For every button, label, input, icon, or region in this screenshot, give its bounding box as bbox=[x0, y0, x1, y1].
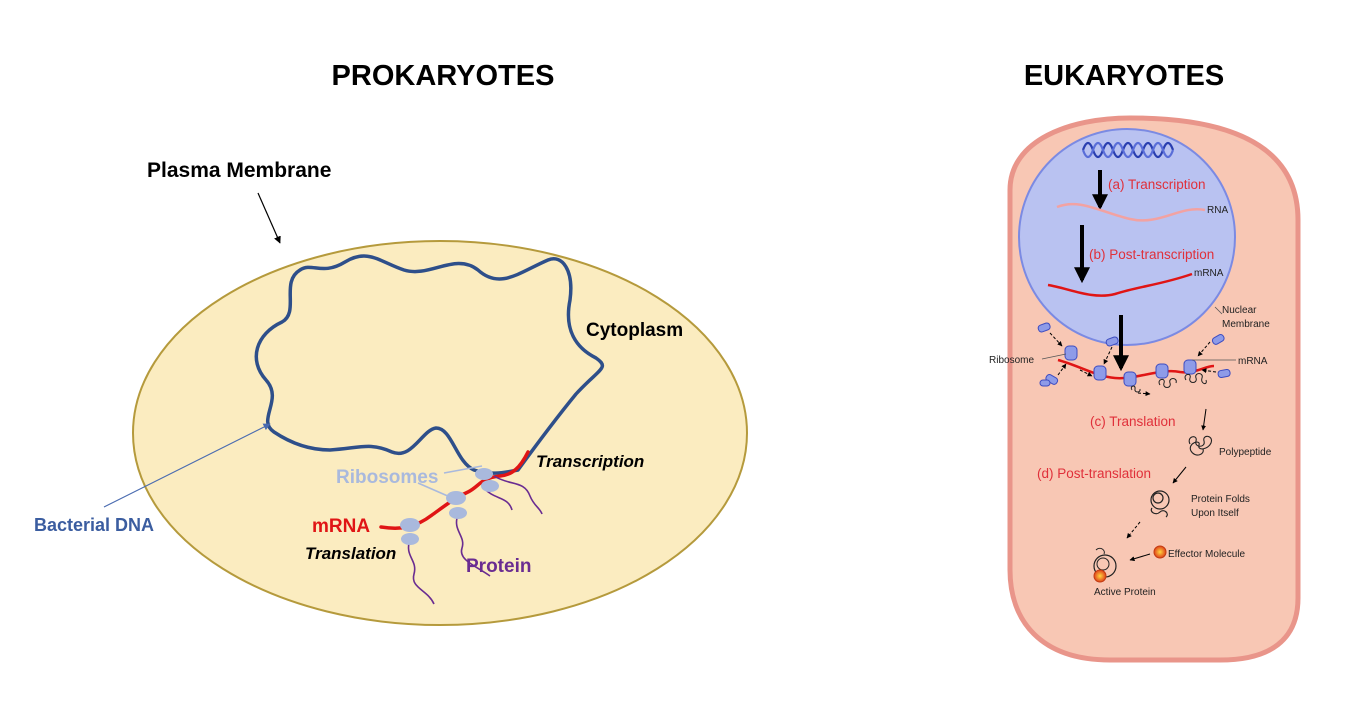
ribosome-pointer bbox=[1041, 353, 1067, 360]
euk-translation-label: (c) Translation bbox=[1090, 414, 1176, 429]
folding-arrow bbox=[1126, 521, 1141, 539]
polypeptide-icon bbox=[1188, 435, 1213, 456]
rna-label: RNA bbox=[1207, 205, 1228, 216]
transcription-label: Transcription bbox=[536, 452, 644, 471]
euk-post-transcription-label: (b) Post-transcription bbox=[1089, 247, 1214, 262]
cytoplasm-label: Cytoplasm bbox=[586, 320, 683, 341]
eukaryote-ribosomes bbox=[1037, 322, 1231, 387]
membrane-label: Membrane bbox=[1222, 319, 1270, 330]
prokaryote-panel: PROKARYOTES Plasma Membrane Cytoplasm bbox=[34, 60, 748, 626]
plasma-membrane-arrow bbox=[257, 192, 281, 244]
nascent-polypeptides bbox=[1130, 373, 1207, 393]
dna-helix-icon bbox=[1081, 141, 1175, 159]
nuclear-mrna-strand bbox=[1047, 272, 1193, 297]
ribosome-label: Ribosome bbox=[989, 355, 1034, 366]
post-translation-arrow bbox=[1172, 466, 1187, 484]
ribosome-pointers bbox=[417, 465, 483, 498]
ribosome-2 bbox=[401, 533, 419, 545]
prokaryote-ribosomes bbox=[400, 468, 499, 545]
bacterial-dna-label: Bacterial DNA bbox=[34, 515, 154, 535]
ribosome-3 bbox=[446, 491, 466, 505]
effector-molecule-icon bbox=[1153, 545, 1167, 559]
cyto-mrna-label: mRNA bbox=[1238, 356, 1268, 367]
protein-folds-label: Protein Folds bbox=[1191, 494, 1250, 505]
prokaryotes-title: PROKARYOTES bbox=[332, 60, 555, 92]
ribosomes-label: Ribosomes bbox=[336, 467, 438, 488]
translation-arrow bbox=[1201, 408, 1207, 431]
folded-protein-icon bbox=[1150, 490, 1170, 518]
euk-transcription-label: (a) Transcription bbox=[1108, 177, 1206, 192]
translation-label: Translation bbox=[305, 544, 396, 563]
ribosome-6 bbox=[481, 480, 499, 492]
nuclear-label: Nuclear bbox=[1222, 305, 1257, 316]
nucleus bbox=[1018, 128, 1236, 346]
mrna-label: mRNA bbox=[312, 516, 370, 537]
effector-arrow bbox=[1129, 553, 1151, 562]
protein-strand-4 bbox=[493, 475, 543, 515]
cyto-mrna-strand bbox=[1057, 358, 1215, 380]
eukaryote-panel: EUKARYOTES (a) Transcription RNA (b) Pos… bbox=[989, 60, 1301, 663]
prokaryote-cell bbox=[132, 240, 748, 626]
upon-itself-label: Upon Itself bbox=[1191, 508, 1239, 519]
protein-label: Protein bbox=[466, 556, 531, 577]
active-protein-label: Active Protein bbox=[1094, 587, 1156, 598]
protein-strand-2 bbox=[455, 514, 491, 577]
ribosome-4 bbox=[449, 507, 467, 519]
nuclear-membrane-pointer bbox=[1214, 306, 1223, 315]
bacterial-dna bbox=[254, 254, 604, 475]
euk-post-translation-label: (d) Post-translation bbox=[1037, 466, 1151, 481]
ribosome-1 bbox=[400, 518, 420, 532]
ribosome-5 bbox=[475, 468, 493, 480]
eukaryotes-title: EUKARYOTES bbox=[1024, 60, 1224, 92]
bacterial-dna-arrow bbox=[103, 423, 271, 508]
polypeptide-label: Polypeptide bbox=[1219, 447, 1272, 458]
protein-strand-1 bbox=[407, 539, 435, 605]
rna-strand bbox=[1056, 202, 1206, 222]
plasma-membrane-label: Plasma Membrane bbox=[147, 159, 331, 182]
nuclear-mrna-label: mRNA bbox=[1194, 268, 1224, 279]
effector-molecule-label: Effector Molecule bbox=[1168, 549, 1246, 560]
ribosome-assembly-arrows bbox=[1049, 332, 1217, 397]
active-protein-icon bbox=[1093, 547, 1117, 583]
